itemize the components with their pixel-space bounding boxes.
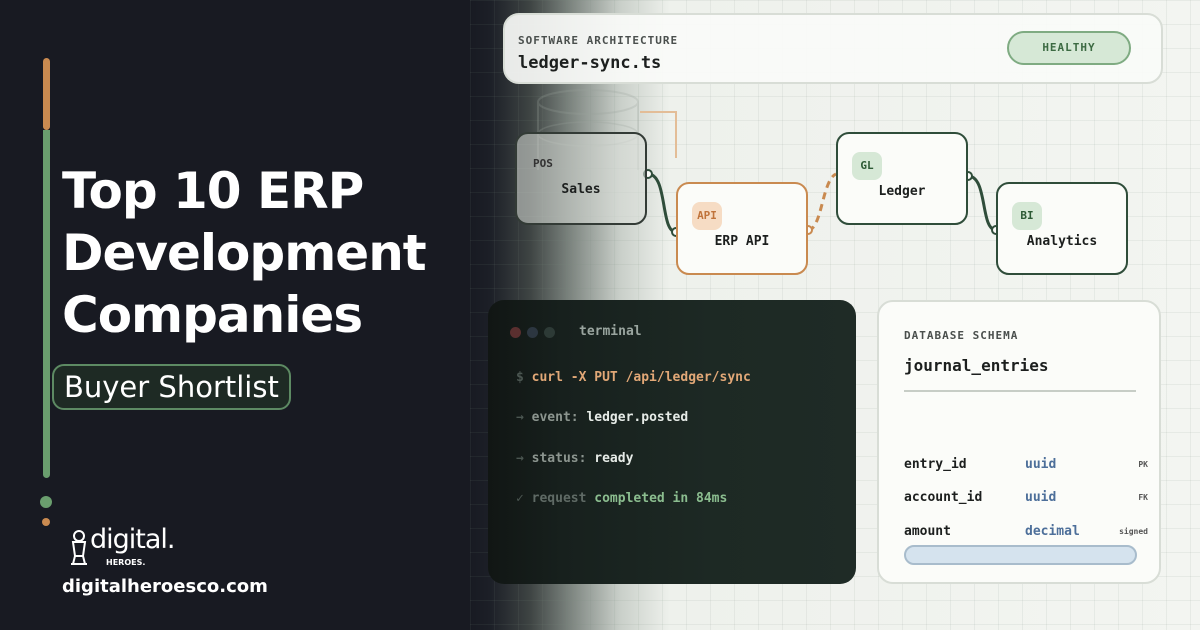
headline-line-1: Top 10 ERP xyxy=(62,162,364,220)
node-erp-api: API ERP API xyxy=(676,182,808,275)
field-name: entry_id xyxy=(904,457,967,472)
node-label-analytics: Analytics xyxy=(1026,234,1098,249)
website-url: digitalheroesco.com xyxy=(62,576,268,597)
accent-bar-orange xyxy=(43,58,50,130)
node-label-ledger: Ledger xyxy=(878,184,926,199)
terminal-line-1: $ curl -X PUT /api/ledger/sync xyxy=(516,370,751,385)
terminal-key: request xyxy=(531,491,587,506)
schema-row: account_id uuid FK xyxy=(904,490,1148,510)
prompt-symbol: $ xyxy=(516,370,524,385)
schema-eyebrow: DATABASE SCHEMA xyxy=(904,329,1019,342)
node-tag-gl: GL xyxy=(852,152,882,180)
node-tag-api: API xyxy=(692,202,722,230)
node-tag-bi: BI xyxy=(1012,202,1042,230)
architecture-filename: ledger-sync.ts xyxy=(518,53,662,73)
terminal-line-4: ✓ request completed in 84ms xyxy=(516,491,727,506)
node-tag-pos: POS xyxy=(533,157,553,170)
node-sales: POS Sales xyxy=(515,132,647,225)
headline-line-3: Companies xyxy=(62,286,363,344)
arrow-icon: → xyxy=(516,451,524,466)
terminal-line-2: → event: ledger.posted xyxy=(516,410,688,425)
terminal-value: completed in 84ms xyxy=(594,491,728,506)
architecture-eyebrow: SOFTWARE ARCHITECTURE xyxy=(518,34,679,47)
terminal-value: ready xyxy=(594,451,634,466)
field-name: amount xyxy=(904,524,951,539)
terminal-key: status: xyxy=(531,451,587,466)
minimize-dot-icon xyxy=(527,327,538,338)
field-key: signed xyxy=(1119,527,1148,536)
field-key: FK xyxy=(1138,493,1148,502)
field-key: PK xyxy=(1138,460,1148,469)
schema-highlight-bar xyxy=(904,545,1137,565)
node-analytics: BI Analytics xyxy=(996,182,1128,275)
node-ledger: GL Ledger xyxy=(836,132,968,225)
close-dot-icon xyxy=(510,327,521,338)
terminal-line-3: → status: ready xyxy=(516,451,633,466)
architecture-header-card: SOFTWARE ARCHITECTURE ledger-sync.ts HEA… xyxy=(503,13,1163,84)
schema-row: amount decimal signed xyxy=(904,524,1148,544)
status-badge: HEALTHY xyxy=(1007,31,1131,65)
schema-table-name: journal_entries xyxy=(904,356,1049,375)
terminal-window: terminal $ curl -X PUT /api/ledger/sync … xyxy=(488,300,856,584)
maximize-dot-icon xyxy=(544,327,555,338)
hero-mascot-icon xyxy=(71,530,87,565)
logo-subtext: HEROES. xyxy=(106,558,146,567)
headline-line-2: Development xyxy=(62,224,427,282)
accent-dot-orange xyxy=(42,518,50,526)
logo-wordmark: digital. xyxy=(90,524,175,555)
field-type: decimal xyxy=(1025,524,1080,539)
buyer-shortlist-tag: Buyer Shortlist xyxy=(52,364,291,410)
node-label-erp-api: ERP API xyxy=(714,234,770,249)
schema-row: entry_id uuid PK xyxy=(904,457,1148,477)
brand-logo: digital. HEROES. xyxy=(68,524,188,572)
field-type: uuid xyxy=(1025,457,1057,472)
terminal-title: terminal xyxy=(579,324,642,339)
headline: Top 10 ERP Development Companies xyxy=(62,160,482,346)
accent-bar-green xyxy=(43,130,50,478)
node-label-sales: Sales xyxy=(561,182,601,197)
database-schema-card: DATABASE SCHEMA journal_entries entry_id… xyxy=(877,300,1161,584)
terminal-command: curl -X PUT /api/ledger/sync xyxy=(531,370,751,385)
field-name: account_id xyxy=(904,490,983,505)
terminal-value: ledger.posted xyxy=(586,410,689,425)
terminal-key: event: xyxy=(531,410,579,425)
schema-divider xyxy=(904,390,1136,392)
check-icon: ✓ xyxy=(516,491,524,506)
accent-dot-green xyxy=(40,496,52,508)
window-controls xyxy=(510,325,561,343)
arrow-icon: → xyxy=(516,410,524,425)
field-type: uuid xyxy=(1025,490,1057,505)
